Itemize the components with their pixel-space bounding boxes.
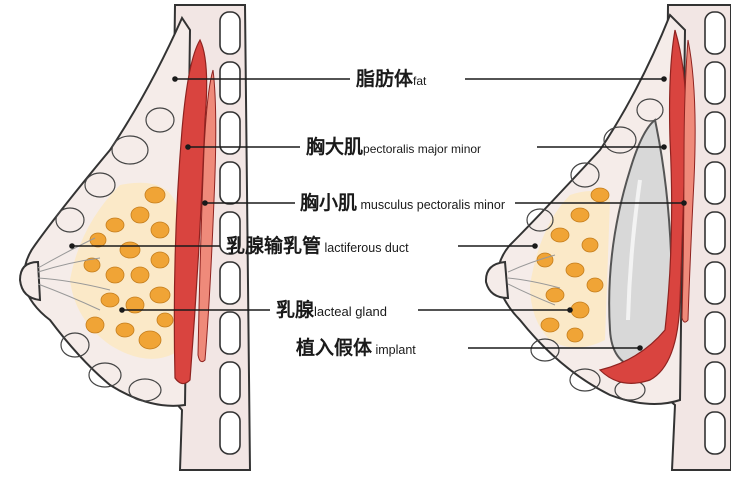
right-pectoralis-minor — [681, 39, 696, 323]
label-pectoralis-major: 胸大肌pectoralis major minor — [306, 135, 481, 158]
left-fat-lobes — [83, 186, 174, 350]
left-breast — [18, 4, 252, 471]
label-implant: 植入假体 implant — [296, 336, 416, 359]
left-skin-lobules — [55, 107, 175, 402]
right-skin-lobules — [526, 98, 664, 401]
left-nipple — [18, 260, 42, 302]
label-pectoralis-minor: 胸小肌 musculus pectoralis minor — [300, 191, 505, 214]
label-lactiferous-duct: 乳腺输乳管 lactiferous duct — [226, 234, 409, 257]
left-ducts — [37, 237, 111, 311]
right-ribs — [704, 11, 726, 455]
right-fat-lobes — [536, 187, 610, 343]
right-nipple — [484, 260, 510, 300]
left-pectoralis-major — [173, 38, 208, 385]
label-lacteal-gland: 乳腺lacteal gland — [276, 298, 387, 321]
left-pectoralis-minor — [197, 69, 217, 363]
leader-lines — [72, 78, 684, 349]
right-breast — [484, 4, 731, 471]
label-fat: 脂肪体fat — [356, 67, 427, 90]
right-ducts — [507, 254, 561, 306]
leader-dots — [69, 76, 687, 351]
right-implant-highlight — [626, 179, 642, 321]
left-ribs — [219, 11, 241, 455]
